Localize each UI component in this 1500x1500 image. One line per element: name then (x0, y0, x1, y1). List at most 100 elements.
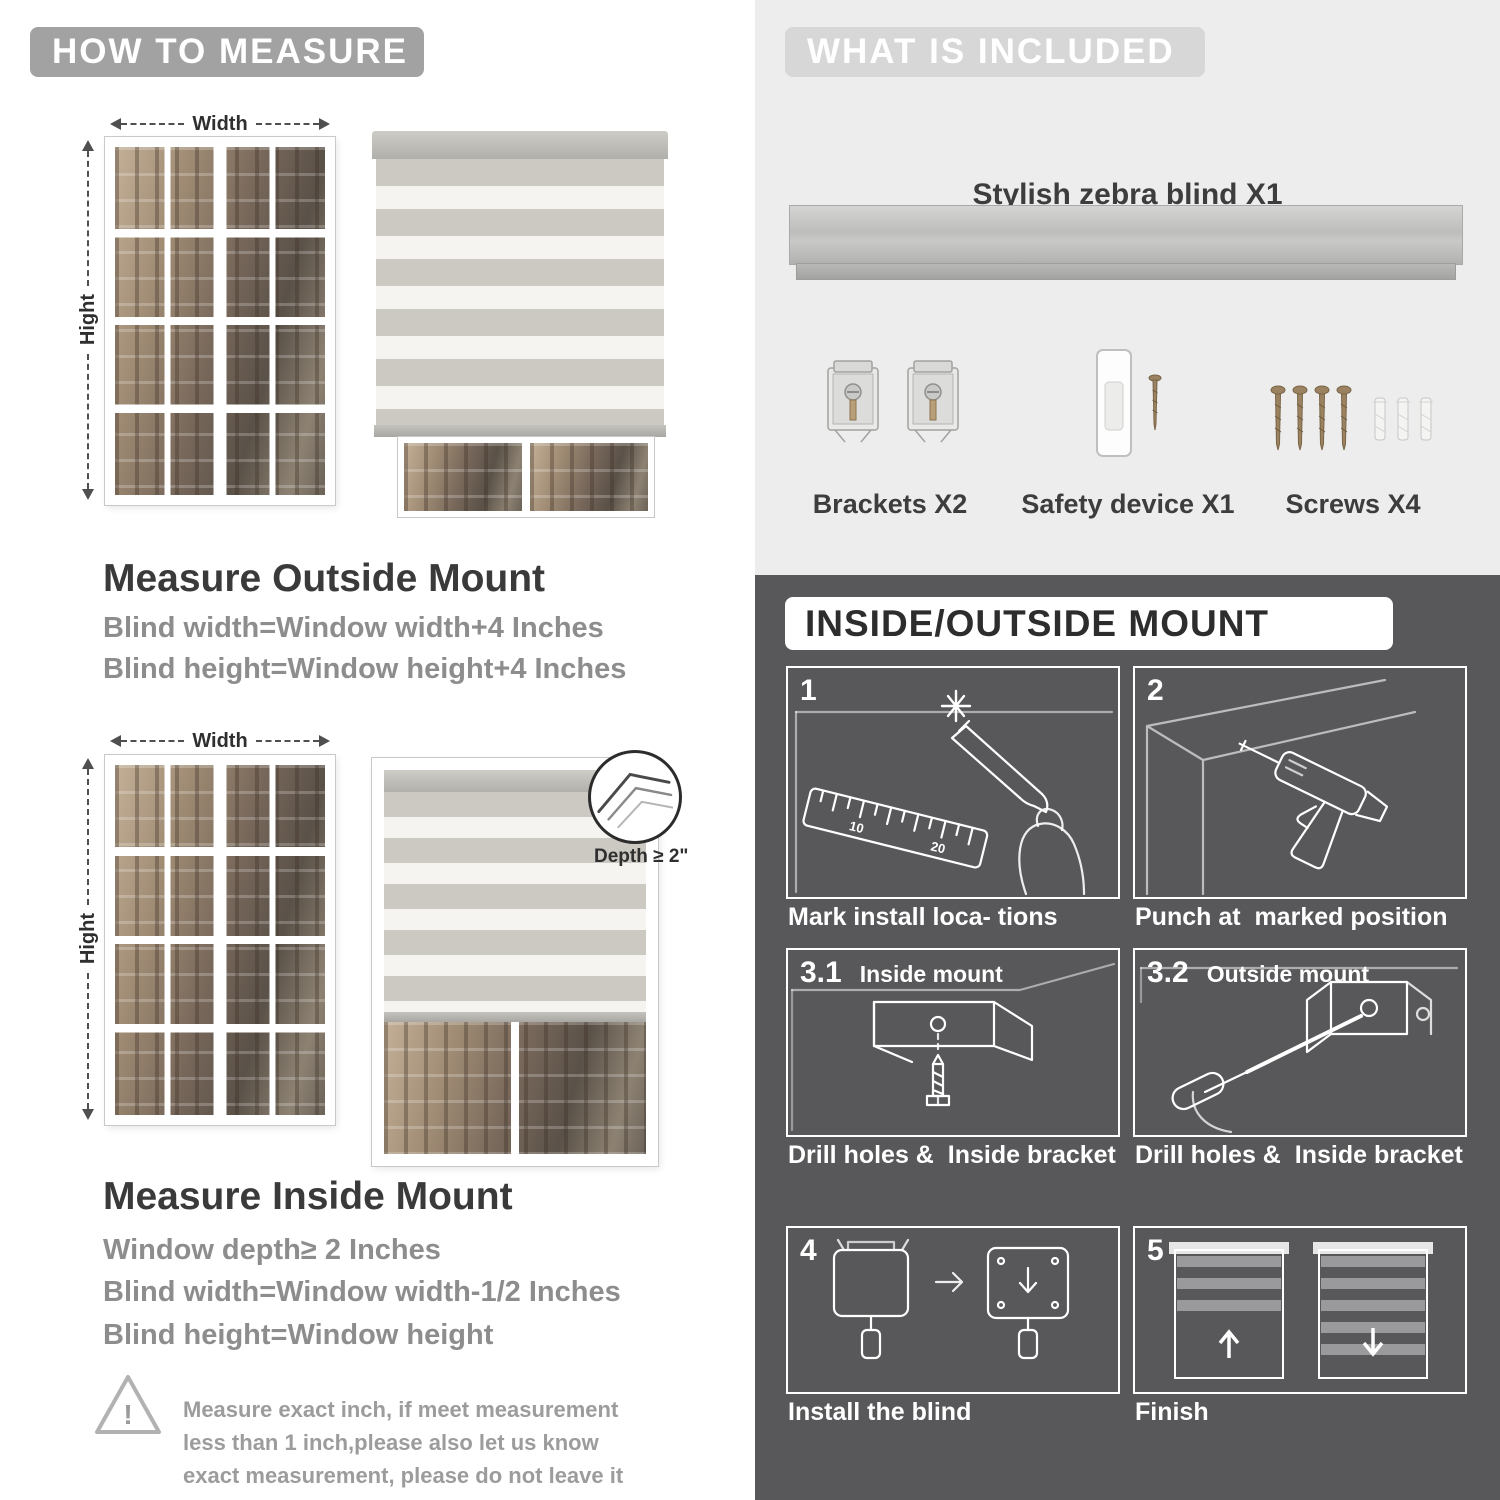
mount-step-panel-5: 5 (1133, 1226, 1467, 1394)
outside-bracket-illustration (1139, 966, 1459, 1134)
step-caption: Mark install loca- tions (788, 903, 1058, 931)
safety-device-label: Safety device X1 (1021, 489, 1235, 519)
bracket-illustration (827, 360, 879, 443)
arrow-left-icon (110, 735, 121, 747)
inside-height-formula: Blind height=Window height (103, 1319, 494, 1351)
step-header: 2 (1147, 674, 1457, 708)
step-number: 5 (1147, 1234, 1164, 1267)
how-to-measure-header: HOW TO MEASURE (30, 27, 424, 77)
warning-glyph: ! (123, 1399, 132, 1430)
step-sublabel: Outside mount (1206, 961, 1369, 987)
mount-step-panel-4: 4 (786, 1226, 1120, 1394)
mount-step-panel-3-1: 3.1 Inside mount (786, 948, 1120, 1137)
zebra-blind-item-label: Stylish zebra blind X1 (972, 178, 1283, 211)
svg-text:10: 10 (848, 818, 866, 836)
drill-illustration (1145, 678, 1417, 896)
mount-header: INSIDE/OUTSIDE MOUNT (785, 597, 1393, 650)
step-header: 3.1 Inside mount (800, 956, 1110, 990)
step-header: 3.2 Outside mount (1147, 956, 1457, 990)
step-caption: Install the blind (788, 1398, 972, 1426)
step-caption: Drill holes & Inside bracket (788, 1141, 1116, 1169)
inside-mount-title: Measure Inside Mount (103, 1175, 513, 1219)
width-label: Width (192, 112, 248, 135)
included-background (755, 0, 1500, 575)
warning-icon: ! (93, 1372, 163, 1438)
dashed-line (121, 740, 185, 742)
outside-height-formula: Blind height=Window height+4 Inches (103, 653, 627, 685)
window-glass (115, 147, 325, 495)
blind-cassette-outside (372, 131, 668, 159)
height-dimension-inside: Hight (77, 758, 99, 1120)
brackets-label: Brackets X2 (812, 489, 968, 519)
outside-mount-title: Measure Outside Mount (103, 557, 546, 601)
step-caption: Punch at marked position (1135, 903, 1448, 931)
dashed-line (87, 353, 89, 489)
window-center-divider (511, 1022, 519, 1154)
mount-step-panel-1: 1 10 20 (786, 666, 1120, 899)
arrow-up-icon (82, 140, 94, 151)
step-header: 4 (800, 1234, 1110, 1268)
width-label: Width (192, 729, 248, 752)
height-label: Hight (76, 913, 99, 965)
corner-depth-art (597, 772, 674, 829)
blind-bottom-rail-inside (384, 1012, 646, 1022)
window-pane (404, 443, 522, 511)
arrow-up-icon (82, 758, 94, 769)
inside-width-formula: Blind width=Window width-1/2 Inches (103, 1276, 621, 1308)
screws-label: Screws X4 (1285, 489, 1421, 519)
dashed-line (255, 740, 320, 742)
window-mullions (115, 147, 325, 495)
measurement-note: Measure exact inch, if meet measurement … (183, 1397, 624, 1488)
outside-width-formula: Blind width=Window width+4 Inches (103, 612, 604, 644)
headrail-illustration (790, 206, 1462, 264)
finish-illustration (1169, 1242, 1433, 1379)
step-number: 2 (1147, 674, 1164, 707)
arrow-right-icon (319, 118, 331, 130)
height-dimension-outside: Hight (77, 140, 99, 500)
bracket-illustration (907, 360, 959, 443)
zebra-blind-outside (376, 159, 664, 425)
depth-label: Depth ≥ 2" (594, 846, 689, 867)
blind-cassette-inside (384, 770, 646, 792)
window-illustration-outside (105, 137, 335, 505)
height-label: Hight (76, 294, 99, 346)
width-dimension-outside: Width (110, 113, 331, 135)
svg-text:20: 20 (929, 838, 947, 856)
arrow-right-icon (319, 735, 331, 747)
dashed-line (255, 123, 320, 125)
window-below-blind (398, 437, 654, 517)
step-caption: Finish (1135, 1398, 1209, 1426)
step-header: 1 (800, 674, 1110, 708)
mount-step-panel-2: 2 (1133, 666, 1467, 899)
arrow-down-icon (82, 489, 94, 500)
window-mullions (115, 765, 325, 1115)
dashed-line (87, 151, 89, 287)
safety-device-illustration (1096, 349, 1162, 457)
step-number: 3.1 (800, 956, 842, 989)
step-header: 5 (1147, 1234, 1457, 1268)
step-number: 3.2 (1147, 956, 1189, 989)
step-caption: Drill holes & Inside bracket (1135, 1141, 1463, 1169)
window-glass (115, 765, 325, 1115)
step-sublabel: Inside mount (859, 961, 1003, 987)
what-is-included-header: WHAT IS INCLUDED (785, 27, 1205, 77)
window-pane (530, 443, 648, 511)
dashed-line (121, 123, 185, 125)
inside-bracket-illustration (790, 962, 1116, 1132)
inside-depth-formula: Window depth≥ 2 Inches (103, 1234, 441, 1266)
arrow-down-icon (82, 1109, 94, 1120)
window-illustration-inside (105, 755, 335, 1125)
window-glass-below (384, 1022, 646, 1154)
mount-step-panel-3-2: 3.2 Outside mount (1133, 948, 1467, 1137)
depth-detail-magnifier (588, 750, 682, 844)
install-blind-illustration (832, 1238, 1070, 1360)
screws-illustration (1270, 385, 1433, 451)
dashed-line (87, 769, 89, 906)
step-number: 1 (800, 674, 817, 707)
arrow-left-icon (110, 118, 121, 130)
step-number: 4 (800, 1234, 817, 1267)
width-dimension-inside: Width (110, 730, 331, 752)
mark-locations-illustration: 10 20 (794, 689, 1114, 896)
blind-bottom-rail-outside (374, 425, 666, 437)
